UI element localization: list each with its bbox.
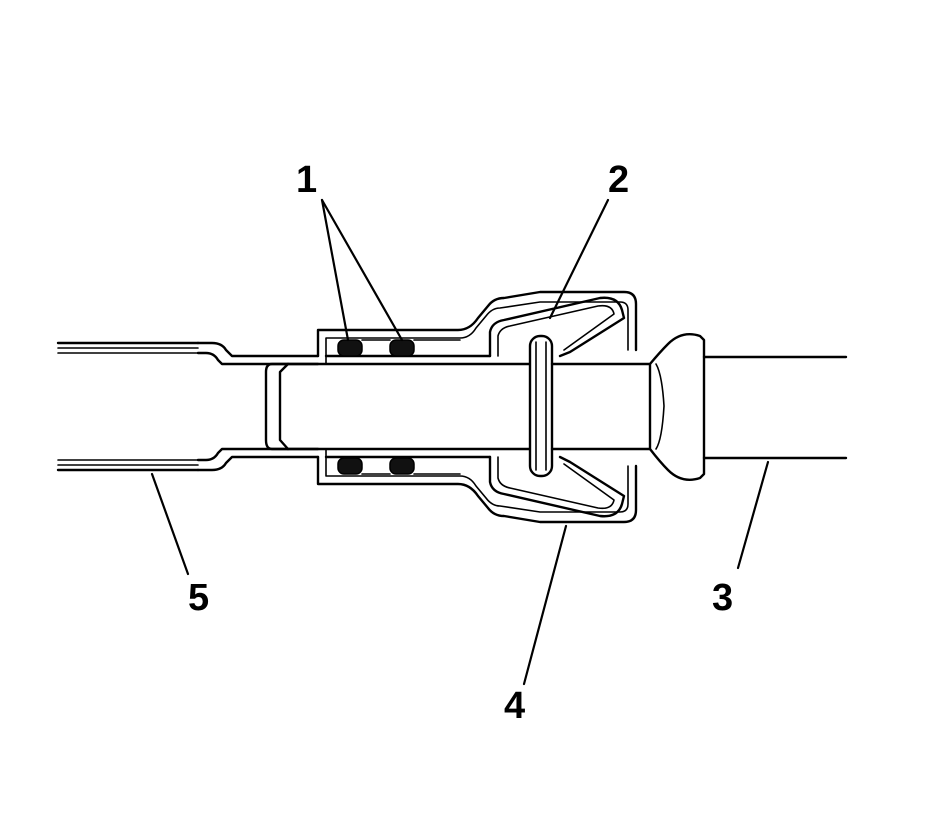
leader-lines [150, 198, 770, 686]
callout-4: 4 [504, 685, 525, 727]
connector-housing [316, 290, 638, 524]
tube-5 [56, 341, 320, 472]
pipe-bead [528, 334, 554, 478]
leader-1b [320, 198, 404, 342]
callout-5: 5 [188, 577, 209, 619]
retainer-clip [488, 296, 626, 518]
o-ring-top-left [337, 339, 363, 357]
callout-3: 3 [712, 577, 733, 619]
o-ring-bottom-right [389, 457, 415, 475]
leader-3 [736, 460, 770, 570]
leader-2 [548, 198, 610, 320]
leader-5 [150, 472, 190, 576]
leader-1a [320, 198, 350, 342]
callout-2: 2 [608, 159, 629, 201]
leader-4 [522, 524, 568, 686]
o-ring-bottom-left [337, 457, 363, 475]
callout-1: 1 [296, 159, 317, 201]
o-rings [337, 339, 461, 475]
callout-labels: 1 2 3 4 5 [188, 159, 733, 727]
pipe-3 [264, 333, 848, 481]
o-ring-top-right [389, 339, 415, 357]
